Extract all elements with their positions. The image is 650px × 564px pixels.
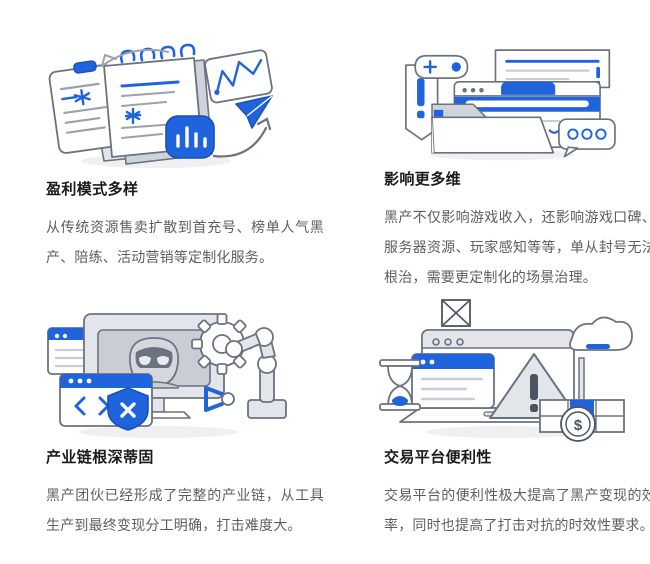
feature-card-industry-chain: 产业链根深蒂固 黑产团伙已经形成了完整的产业链，从工具生产到最终变现分工明确，打… bbox=[18, 292, 348, 560]
feature-card-multi-dimension-impact: 影响更多维 黑产不仅影响游戏收入，还影响游戏口碑、服务器资源、玩家感知等等，单从… bbox=[358, 24, 650, 292]
documents-clipboard-chart-illustration bbox=[48, 43, 273, 168]
card-body: 黑产不仅影响游戏收入，还影响游戏口碑、服务器资源、玩家感知等等，单从封号无法根治… bbox=[384, 209, 650, 285]
laptop-warning-cloud-money-illustration: $ bbox=[379, 299, 633, 442]
svg-text:$: $ bbox=[574, 417, 583, 434]
card-title: 交易平台便利性 bbox=[384, 449, 492, 466]
card-body: 黑产团伙已经形成了完整的产业链，从工具生产到最终变现分工明确，打击难度大。 bbox=[46, 487, 324, 533]
card-title: 盈利模式多样 bbox=[46, 181, 139, 198]
card-body: 从传统资源售卖扩散到首充号、榜单人气黑产、陪练、活动营销等定制化服务。 bbox=[46, 219, 324, 265]
card-title: 产业链根深蒂固 bbox=[46, 449, 154, 466]
card-title: 影响更多维 bbox=[384, 171, 462, 188]
hacker-monitor-gear-robotarm-illustration bbox=[47, 313, 287, 438]
gamepad-browser-folder-chat-illustration bbox=[405, 49, 616, 161]
card-body: 交易平台的便利性极大提高了黑产变现的效率，同时也提高了打击对抗的时效性要求。 bbox=[384, 487, 650, 533]
feature-card-trading-platform: $ 交易平台便利性 交易平台的便利性极大提高了黑产变现的效率，同时也提高了打击对… bbox=[358, 292, 650, 560]
feature-card-profit-models: 盈利模式多样 从传统资源售卖扩散到首充号、榜单人气黑产、陪练、活动营销等定制化服… bbox=[18, 24, 348, 292]
